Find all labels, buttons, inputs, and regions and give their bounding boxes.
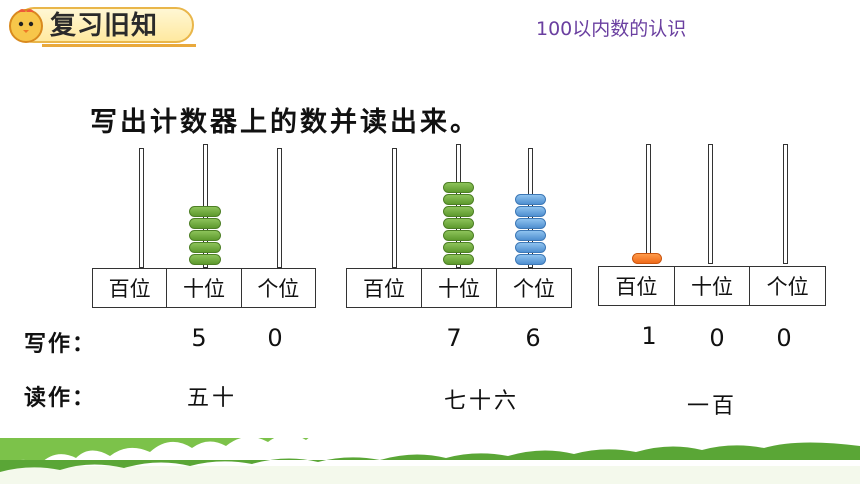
- written-digit: 7: [446, 324, 462, 352]
- place-tens-label: 十位: [675, 267, 751, 305]
- bead: [443, 218, 474, 229]
- instruction-text: 写出计数器上的数并读出来。: [90, 107, 480, 138]
- place-value-table: 百位 十位 个位: [92, 268, 316, 308]
- reading-text: 五十: [187, 386, 238, 411]
- place-hundreds-label: 百位: [93, 269, 168, 307]
- rod-hundreds: [646, 144, 651, 264]
- bead: [189, 242, 221, 253]
- bead: [515, 254, 546, 265]
- written-digit: 5: [191, 324, 207, 352]
- place-hundreds-label: 百位: [347, 269, 422, 307]
- place-value-table: 百位 十位 个位: [598, 266, 826, 306]
- place-ones-label: 个位: [766, 275, 809, 299]
- rod-tens: [708, 144, 713, 264]
- rod-ones: [783, 144, 788, 264]
- grass-border: [0, 438, 860, 484]
- place-hundreds-label: 百位: [599, 267, 675, 305]
- abacus-2: 百位 十位 个位: [346, 140, 572, 310]
- rod-ones: [277, 148, 282, 268]
- place-ones-label: 个位: [257, 277, 300, 301]
- rod-hundreds: [392, 148, 397, 268]
- written-digit: 6: [525, 324, 541, 352]
- bead: [443, 182, 474, 193]
- written-digit: 0: [709, 324, 725, 352]
- reading-text: 七十六: [444, 389, 520, 414]
- bead: [632, 253, 662, 264]
- read-row-label: 读作：: [24, 386, 97, 411]
- title-underline: [42, 44, 196, 47]
- bead: [515, 242, 546, 253]
- bead: [443, 254, 474, 265]
- chick-logo-icon: [9, 9, 43, 43]
- bead: [443, 206, 474, 217]
- rod-hundreds: [139, 148, 144, 268]
- bead: [515, 230, 546, 241]
- bead: [189, 230, 221, 241]
- bead: [443, 230, 474, 241]
- abacus-3: 百位 十位 个位: [598, 138, 826, 308]
- bead: [443, 194, 474, 205]
- reading-text: 一百: [687, 394, 738, 419]
- written-digit: 0: [776, 324, 792, 352]
- abacus-1: 百位 十位 个位: [92, 140, 318, 310]
- written-digit: 1: [641, 322, 657, 350]
- place-ones-label: 个位: [513, 277, 555, 301]
- lesson-topic: 100以内数的认识: [536, 18, 687, 40]
- bead: [515, 218, 546, 229]
- place-value-table: 百位 十位 个位: [346, 268, 572, 308]
- place-tens-label: 十位: [422, 269, 497, 307]
- header-banner: [16, 7, 194, 43]
- place-tens-label: 十位: [167, 269, 242, 307]
- bead: [443, 242, 474, 253]
- bead: [515, 194, 546, 205]
- written-digit: 0: [267, 324, 283, 352]
- bead: [189, 254, 221, 265]
- write-row-label: 写作：: [24, 332, 97, 357]
- bead: [515, 206, 546, 217]
- bead: [189, 218, 221, 229]
- section-header: 复习旧知: [0, 0, 196, 47]
- bead: [189, 206, 221, 217]
- page-title: 复习旧知: [50, 11, 159, 41]
